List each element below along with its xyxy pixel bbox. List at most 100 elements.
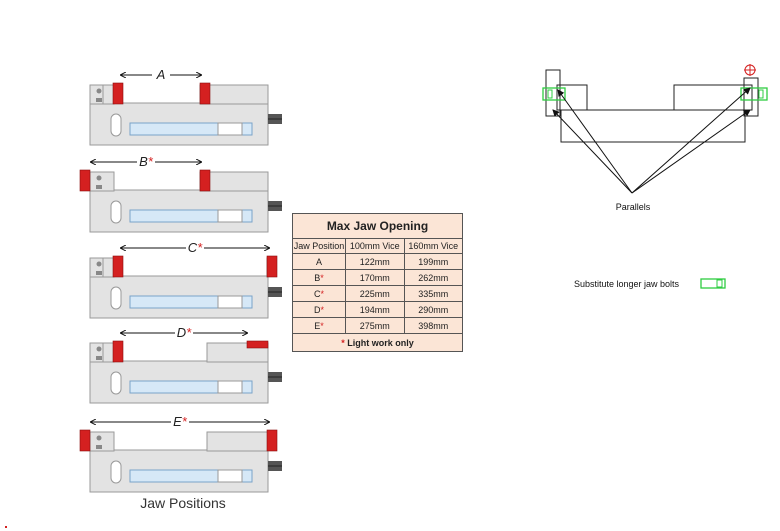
cell-100mm: 225mm [345,285,405,302]
light-work-star: * [186,325,192,340]
cell-position: E* [292,317,346,334]
label-background [175,325,193,339]
right-jaw-plate [199,169,211,192]
cell-160mm: 290mm [403,301,463,318]
cell-position: C* [292,285,346,302]
jaw-position-letter: A [156,67,166,82]
crosshair-icon [744,64,756,76]
corner-mark [5,526,7,528]
vice-illustration: A [89,67,282,146]
header-100mm: 100mm Vice [345,238,405,254]
slide-block [217,380,243,394]
label-background [152,67,170,81]
left-jaw-outline [556,84,588,111]
jaw-position-label: A [156,67,166,82]
right-parallel [743,77,759,117]
slot-vertical [110,113,122,137]
light-work-star: * [148,154,154,169]
cell-160mm: 398mm [403,317,463,334]
cell-position: A [292,253,346,270]
screw-icon [96,261,102,267]
longer-bolts-label: Substitute longer jaw bolts [574,279,680,289]
screw-icon [96,271,102,275]
screw-icon [96,346,102,352]
slide-block [217,209,243,223]
table-title: Max Jaw Opening [292,213,463,239]
vice-illustration: C* [89,240,282,319]
left-jaw-plate [112,82,124,105]
screw-icon [96,185,102,189]
parallels-label: Parallels [616,202,651,212]
vice-base-outline [560,109,746,143]
label-background [171,414,189,428]
screw-icon [96,356,102,360]
cell-100mm: 122mm [345,253,405,270]
slot-vertical [110,460,122,484]
note-text: Light work only [347,337,414,348]
light-work-star: * [197,240,203,255]
vice-illustration: E* [79,414,282,493]
left-jaw-plate [79,429,91,452]
slide-block [217,295,243,309]
jaw-position-label: C* [188,240,203,255]
jaw-position-letter: E [173,414,182,429]
left-jaw-plate [112,340,124,363]
right-jaw-plate [266,255,278,278]
cell-100mm: 275mm [345,317,405,334]
slide-block [217,469,243,483]
cell-160mm: 335mm [403,285,463,302]
left-jaw-plate [79,169,91,192]
jaw-position-label: D* [177,325,192,340]
right-jaw-plate [246,340,269,349]
parallels-pointer-lines [552,87,751,194]
jaw-position-label: E* [173,414,188,429]
slide-block [217,122,243,136]
left-jaw-plate [112,255,124,278]
screw-icon [96,435,102,441]
screw-icon [96,88,102,94]
table-note: * Light work only [292,333,463,352]
cell-160mm: 262mm [403,269,463,286]
cell-position: B* [292,269,346,286]
screw-icon [96,98,102,102]
parallels-drawing: Parallels Substitute longer jaw bolts [542,64,768,289]
vice-illustration: B* [79,154,282,233]
header-jaw-position: Jaw Position [292,238,346,254]
right-jaw-bolt-icon [740,87,768,101]
vice-illustration: D* [89,325,282,404]
cell-100mm: 194mm [345,301,405,318]
cell-100mm: 170mm [345,269,405,286]
slot-vertical [110,286,122,310]
right-jaw-plate [266,429,278,452]
max-jaw-opening-table: Max Jaw Opening Jaw Position 100mm Vice … [292,213,463,352]
left-jaw-bolt-icon [542,87,566,101]
fixed-jaw-block [102,84,115,105]
fixed-jaw-block [102,257,115,278]
jaw-position-letter: B [139,154,148,169]
right-jaw-plate [199,82,211,105]
jaw-position-label: B* [139,154,154,169]
jaw-position-letter: C [188,240,198,255]
slot-vertical [110,200,122,224]
label-background [137,154,155,168]
header-160mm: 160mm Vice [403,238,463,254]
right-jaw-outline [673,84,753,111]
long-bolt-icon [700,278,726,289]
screw-icon [96,175,102,181]
fixed-jaw-block [102,342,115,363]
note-star: * [341,337,345,348]
label-background [186,240,204,254]
light-work-star: * [182,414,188,429]
cell-position: D* [292,301,346,318]
moving-jaw-block [206,431,269,452]
screw-icon [96,445,102,449]
jaw-position-letter: D [177,325,186,340]
cell-160mm: 199mm [403,253,463,270]
slot-vertical [110,371,122,395]
